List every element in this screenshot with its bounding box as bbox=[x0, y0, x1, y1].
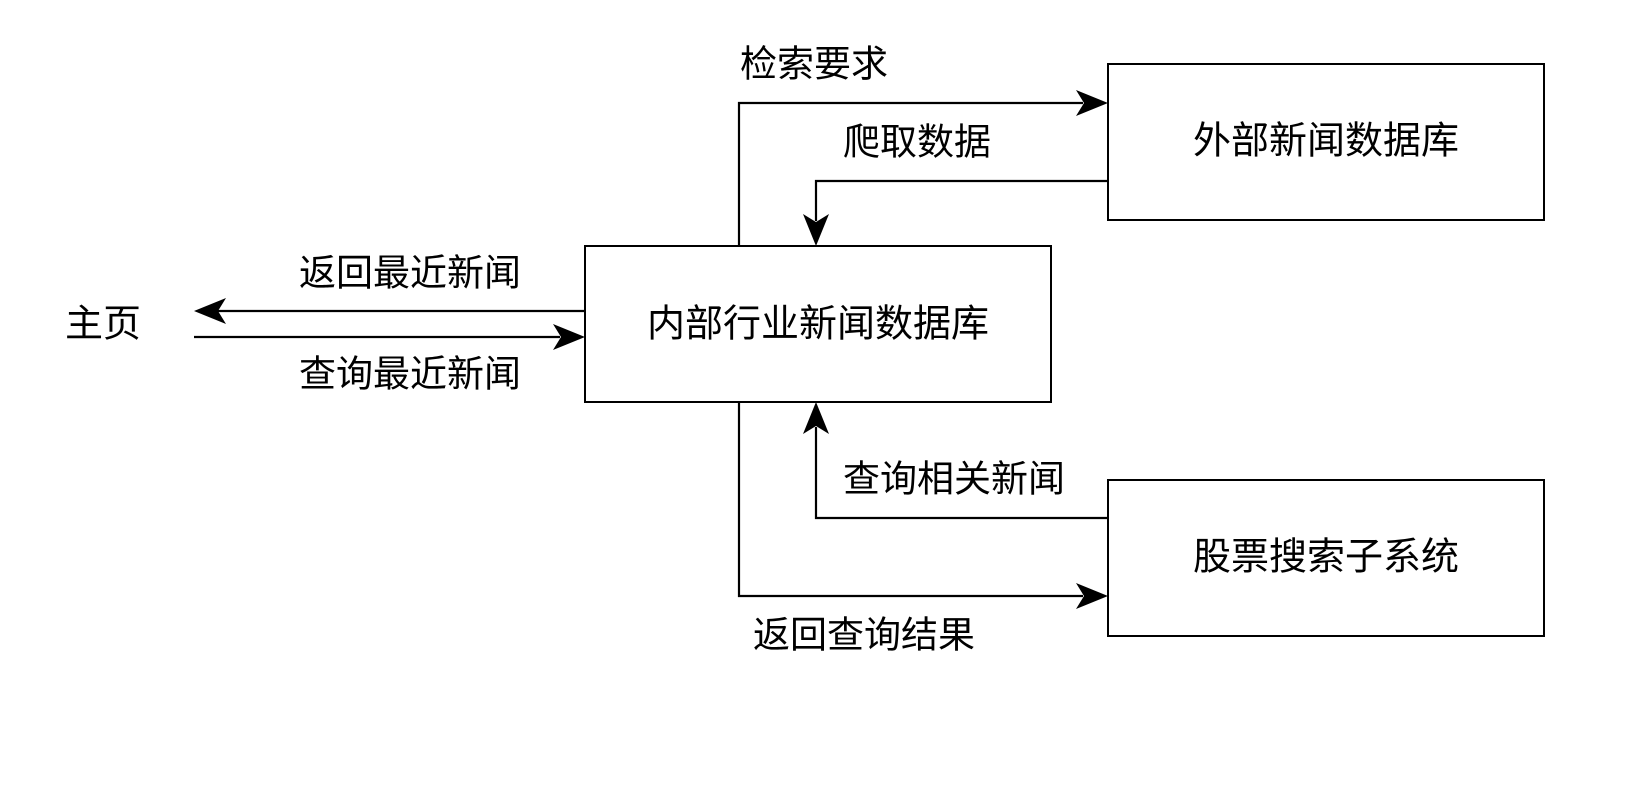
label-search-request: 检索要求 bbox=[740, 43, 888, 86]
edge-search-request bbox=[737, 90, 1108, 246]
label-crawl-data: 爬取数据 bbox=[843, 121, 991, 164]
internal-news-db-box: 内部行业新闻数据库 bbox=[584, 245, 1052, 403]
edge-crawl-data bbox=[803, 179, 1108, 246]
stock-search-subsystem-box: 股票搜索子系统 bbox=[1107, 479, 1545, 637]
arrow-right-icon bbox=[553, 324, 585, 350]
arrow-left-icon bbox=[194, 298, 226, 324]
edge-query-latest-news bbox=[194, 324, 585, 350]
label-query-latest-news: 查询最近新闻 bbox=[299, 353, 521, 396]
label-return-latest-news: 返回最近新闻 bbox=[299, 252, 521, 295]
label-query-related-news: 查询相关新闻 bbox=[843, 458, 1065, 501]
arrow-right-icon bbox=[1076, 583, 1108, 609]
edge-return-latest-news bbox=[194, 298, 585, 324]
arrow-down-icon bbox=[803, 214, 829, 246]
arrow-right-icon bbox=[1076, 90, 1108, 116]
external-news-db-box: 外部新闻数据库 bbox=[1107, 63, 1545, 221]
external-news-db-label: 外部新闻数据库 bbox=[1193, 119, 1459, 163]
edge-return-query-results bbox=[737, 402, 1108, 609]
stock-search-subsystem-label: 股票搜索子系统 bbox=[1193, 535, 1459, 579]
internal-news-db-label: 内部行业新闻数据库 bbox=[647, 302, 989, 346]
arrow-up-icon bbox=[803, 402, 829, 434]
edge-query-related-news bbox=[803, 402, 1108, 520]
label-return-query-results: 返回查询结果 bbox=[753, 614, 975, 657]
homepage-label: 主页 bbox=[65, 302, 141, 346]
